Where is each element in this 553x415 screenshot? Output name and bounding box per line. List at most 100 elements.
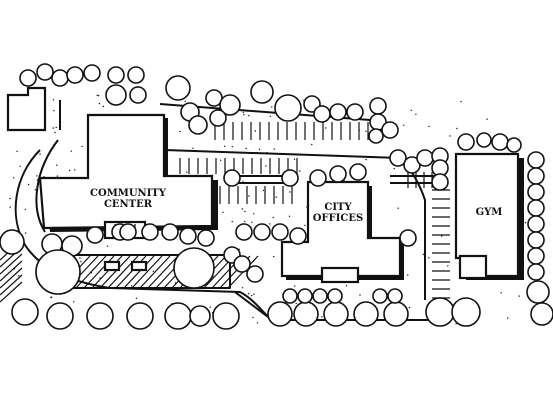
stipple-dot — [13, 268, 16, 270]
stipple-dot — [209, 306, 211, 308]
stipple-dot — [252, 316, 254, 319]
tree-symbol — [527, 263, 545, 281]
tree-symbol — [527, 199, 545, 217]
tree-symbol — [329, 165, 347, 183]
stipple-dot — [36, 179, 39, 181]
stipple-dot — [410, 109, 412, 112]
stipple-dot — [39, 153, 41, 155]
tree-symbol — [289, 227, 307, 245]
stipple-dot — [81, 145, 83, 148]
stipple-dot — [34, 189, 36, 191]
stipple-dot — [255, 152, 258, 154]
stipple-dot — [220, 159, 222, 161]
tree-symbol — [387, 288, 403, 304]
stipple-dot — [52, 99, 55, 101]
community-center-label-line1: COMMUNITY — [90, 188, 167, 199]
tree-symbol — [416, 149, 434, 167]
tree-symbol — [235, 223, 253, 241]
stipple-dot — [455, 323, 457, 325]
stipple-dot — [262, 189, 265, 192]
stipple-dot — [266, 151, 268, 154]
tree-symbol — [297, 288, 313, 304]
stipple-dot — [518, 295, 520, 297]
stipple-dot — [79, 257, 81, 259]
tree-symbol — [312, 288, 328, 304]
parking-stall — [0, 253, 23, 275]
stipple-dot — [245, 147, 247, 150]
stipple-dot — [222, 211, 224, 213]
stipple-dot — [242, 111, 244, 114]
stipple-dot — [106, 245, 109, 247]
stipple-dot — [74, 169, 76, 171]
stipple-dot — [273, 255, 275, 258]
stipple-dot — [223, 145, 226, 147]
tree-symbol — [267, 301, 293, 327]
stipple-dot — [102, 105, 105, 108]
stipple-dot — [97, 95, 100, 97]
tree-symbol — [346, 103, 364, 121]
stipple-dot — [231, 146, 233, 148]
tree-symbol — [189, 305, 211, 327]
stipple-dot — [244, 220, 246, 223]
stipple-dot — [36, 175, 38, 177]
pavement-hatch — [107, 255, 139, 289]
stipple-dot — [96, 94, 98, 96]
stipple-dot — [52, 127, 54, 129]
pavement-hatch — [139, 255, 171, 289]
stipple-dot — [152, 270, 154, 272]
stipple-dot — [24, 232, 27, 234]
stipple-dot — [135, 297, 138, 299]
stipple-dot — [50, 296, 52, 299]
tree-symbol — [107, 66, 125, 84]
stipple-dot — [265, 165, 267, 167]
stipple-dot — [441, 235, 443, 237]
tree-symbol — [197, 229, 215, 247]
tree-symbol — [527, 215, 545, 233]
stipple-dot — [241, 208, 243, 210]
tree-symbol — [141, 223, 159, 241]
tree-symbol — [457, 133, 475, 151]
stipple-dot — [251, 221, 253, 223]
pavement-hatch — [91, 255, 123, 289]
pavement-hatch — [115, 255, 147, 289]
stipple-dot — [244, 210, 246, 213]
tree-symbol — [476, 132, 492, 148]
tree-symbol — [46, 302, 74, 330]
tree-symbol — [451, 297, 481, 327]
city-offices-label-line2: OFFICES — [313, 213, 363, 224]
tree-symbol — [281, 169, 299, 187]
pavement-hatch — [99, 255, 131, 289]
trees — [0, 63, 553, 330]
pavement-hatch — [75, 255, 107, 289]
stipple-dot — [288, 215, 291, 217]
stipple-dot — [256, 322, 259, 324]
tree-symbol — [11, 298, 39, 326]
tree-symbol — [253, 223, 271, 241]
tree-symbol — [246, 265, 264, 283]
pavement-hatch — [123, 255, 155, 289]
tree-symbol — [274, 94, 302, 122]
stipple-dot — [251, 294, 253, 297]
parking-stall — [0, 274, 23, 296]
tree-symbol — [105, 84, 127, 106]
tree-symbol — [506, 137, 522, 153]
stipple-dot — [415, 113, 417, 115]
stipple-dot — [18, 275, 20, 277]
parking-stall — [0, 260, 23, 282]
stipple-dot — [54, 131, 56, 134]
stipple-dot — [273, 148, 275, 150]
tree-symbol — [161, 223, 179, 241]
tree-symbol — [309, 169, 327, 187]
city-offices-building: CITY OFFICES — [280, 180, 404, 284]
stipple-dot — [345, 285, 348, 287]
stipple-dot — [253, 213, 255, 215]
tree-symbol — [165, 75, 191, 101]
tree-symbol — [425, 297, 455, 327]
stipple-dot — [54, 142, 57, 145]
stipple-dot — [397, 207, 399, 209]
tree-symbol — [119, 223, 137, 241]
tree-symbol — [526, 280, 550, 304]
tree-symbol — [353, 301, 379, 327]
tree-symbol — [83, 64, 101, 82]
tree-symbol — [86, 302, 114, 330]
